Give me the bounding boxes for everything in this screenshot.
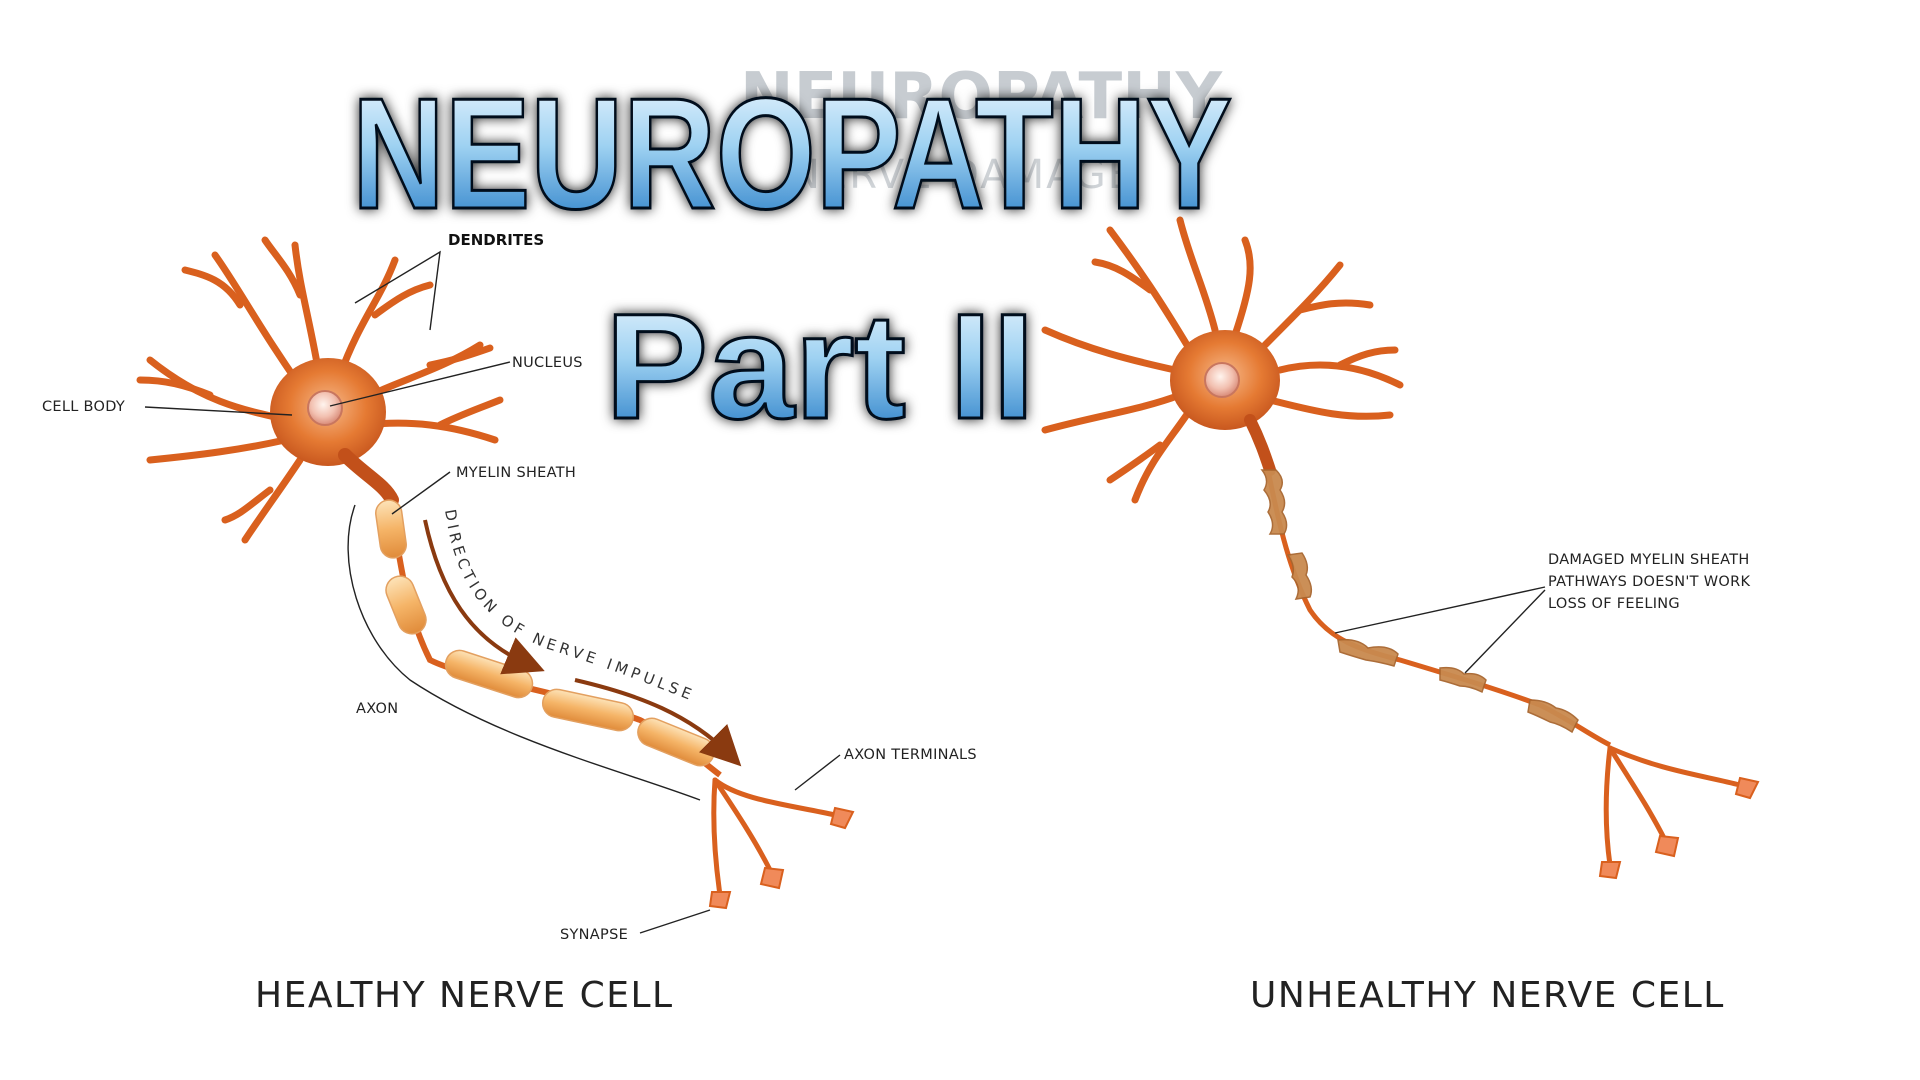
caption-unhealthy: UNHEALTHY NERVE CELL xyxy=(1250,975,1725,1016)
healthy-leaders xyxy=(144,250,841,934)
label-dendrites: DENDRITES xyxy=(448,231,544,249)
label-nucleus: NUCLEUS xyxy=(512,355,583,371)
caption-healthy: HEALTHY NERVE CELL xyxy=(255,975,674,1016)
label-synapse: SYNAPSE xyxy=(560,927,628,943)
note-pathways: PATHWAYS DOESN'T WORK xyxy=(1548,574,1750,590)
overlay-title-line2: Part II xyxy=(605,282,1035,450)
unhealthy-leaders xyxy=(1334,586,1546,674)
label-cell-body: CELL BODY xyxy=(42,399,125,415)
label-myelin-sheath: MYELIN SHEATH xyxy=(456,465,576,481)
note-loss-of-feeling: LOSS OF FEELING xyxy=(1548,596,1680,612)
overlay-title-line1: NEUROPATHY xyxy=(352,66,1232,242)
overlay-title: NEUROPATHY Part II xyxy=(351,65,1234,452)
note-damaged-myelin: DAMAGED MYELIN SHEATH xyxy=(1548,552,1750,568)
unhealthy-neuron xyxy=(1041,216,1760,880)
label-axon-terminals: AXON TERMINALS xyxy=(844,747,977,763)
unhealthy-notes: DAMAGED MYELIN SHEATH PATHWAYS DOESN'T W… xyxy=(1548,552,1750,612)
background-title: NEUROPATHY xyxy=(740,60,1223,134)
label-axon: AXON xyxy=(356,701,398,717)
background-subtitle: NERVE DAMAGE xyxy=(790,152,1135,198)
